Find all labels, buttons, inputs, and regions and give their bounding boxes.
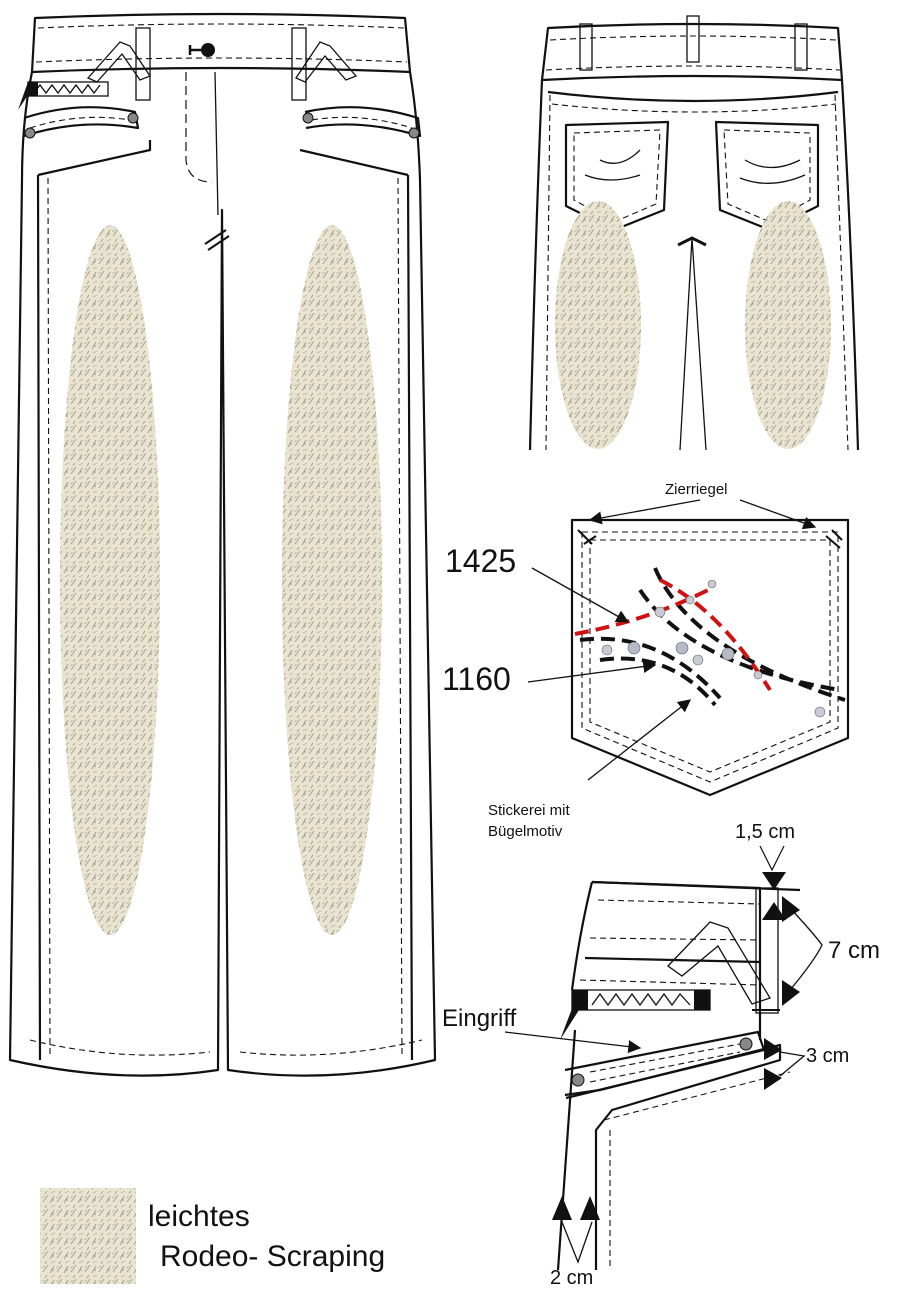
back-pocket-left xyxy=(564,120,670,232)
front-trouser-outline xyxy=(8,71,437,1077)
back-trouser-outline xyxy=(528,79,860,451)
pocket-detail: Zierriegel 1425 1160 Stickerei mit Bügel… xyxy=(442,481,850,840)
scraping-zone xyxy=(60,225,160,935)
label-stickerei-2: Bügelmotiv xyxy=(488,823,563,840)
legend-line-2: Rodeo- Scraping xyxy=(160,1240,385,1273)
label-dim-7: 7 cm xyxy=(828,937,880,964)
scraping-zone xyxy=(555,201,641,449)
legend: leichtes Rodeo- Scraping xyxy=(40,1188,385,1284)
back-view xyxy=(528,15,860,451)
label-dim-2: 2 cm xyxy=(550,1267,593,1289)
label-stickerei-1: Stickerei mit xyxy=(488,802,571,819)
back-waistband xyxy=(540,22,844,82)
front-view xyxy=(8,12,437,1077)
label-1425: 1425 xyxy=(445,543,516,579)
label-eingriff: Eingriff xyxy=(442,1005,517,1032)
belt-loop xyxy=(755,887,779,1014)
legend-swatch xyxy=(40,1188,136,1284)
front-waistband xyxy=(30,12,412,74)
label-1160: 1160 xyxy=(442,661,511,697)
scraping-zone xyxy=(282,225,382,935)
legend-line-1: leichtes xyxy=(148,1200,250,1233)
belt-loop xyxy=(135,27,151,101)
scraping-zone xyxy=(745,201,831,449)
label-dim-1-5: 1,5 cm xyxy=(735,821,795,843)
label-dim-3: 3 cm xyxy=(806,1045,849,1067)
belt-loop xyxy=(291,27,307,101)
label-zierriegel: Zierriegel xyxy=(665,481,728,498)
button-icon xyxy=(201,43,215,57)
waistband-detail: 1,5 cm 7 cm 3 cm Eingriff 2 cm xyxy=(442,821,880,1289)
